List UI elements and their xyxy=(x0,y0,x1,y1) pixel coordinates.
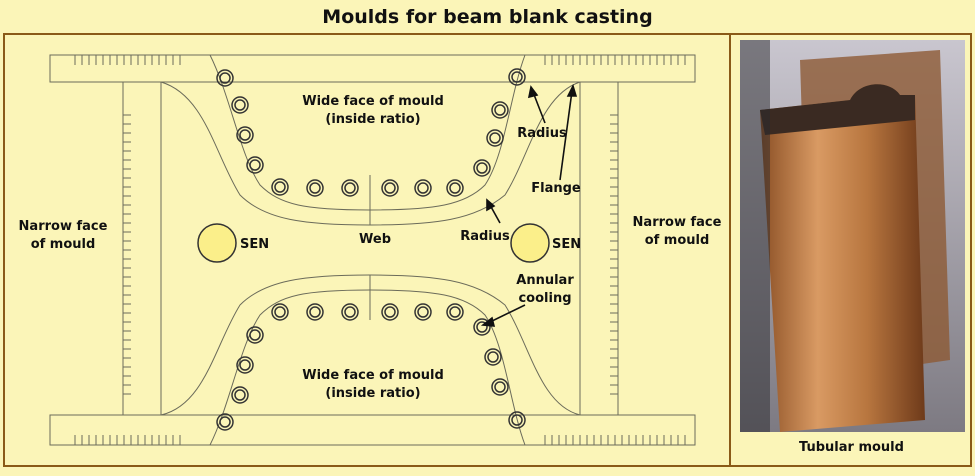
cooling-hole xyxy=(446,179,464,197)
annular-cooling-label: Annular cooling xyxy=(516,273,574,306)
sen-right-circle xyxy=(510,223,550,263)
cooling-hole-inner xyxy=(274,306,286,318)
wide-face-top-label: Wide face of mould (inside ratio) xyxy=(302,94,444,127)
page-title: Moulds for beam blank casting xyxy=(322,6,653,28)
cooling-hole xyxy=(508,68,526,86)
bottom-flange-outline xyxy=(49,414,696,446)
cooling-hole-inner xyxy=(219,416,231,428)
cooling-hole xyxy=(306,303,324,321)
cooling-hole xyxy=(236,126,254,144)
cooling-hole-inner xyxy=(309,306,321,318)
cooling-hole-inner xyxy=(449,182,461,194)
cooling-hole-inner xyxy=(239,359,251,371)
sen-left-label: SEN xyxy=(240,237,270,252)
wide-face-top-profile xyxy=(209,54,526,211)
cooling-hole-inner xyxy=(384,182,396,194)
cooling-fins xyxy=(74,55,686,445)
cooling-hole-inner xyxy=(449,306,461,318)
cooling-hole-inner xyxy=(417,182,429,194)
cooling-hole-inner xyxy=(274,181,286,193)
cooling-hole-inner xyxy=(487,351,499,363)
panel-divider xyxy=(729,33,731,467)
cooling-hole-inner xyxy=(344,306,356,318)
cooling-hole-inner xyxy=(219,72,231,84)
annular-cooling-arrow xyxy=(487,304,526,324)
wide-face-bottom-label: Wide face of mould (inside ratio) xyxy=(302,368,444,401)
flange-label: Flange xyxy=(531,181,581,196)
diagram-frame xyxy=(3,33,972,467)
cooling-hole-inner xyxy=(234,389,246,401)
cooling-hole xyxy=(491,101,509,119)
cooling-hole xyxy=(341,303,359,321)
radius-top-label: Radius xyxy=(517,126,567,141)
cooling-hole-inner xyxy=(494,104,506,116)
radius-mid-label: Radius xyxy=(460,229,510,244)
cooling-hole xyxy=(236,356,254,374)
cooling-hole xyxy=(216,69,234,87)
cooling-hole-inner xyxy=(489,132,501,144)
cooling-hole xyxy=(341,179,359,197)
cooling-hole-inner xyxy=(417,306,429,318)
cooling-hole xyxy=(246,326,264,344)
web-label: Web xyxy=(359,232,391,247)
cooling-hole xyxy=(306,179,324,197)
cooling-hole-inner xyxy=(384,306,396,318)
cooling-hole xyxy=(486,129,504,147)
narrow-face-left-label: Narrow face of mould xyxy=(18,219,108,252)
cooling-holes xyxy=(216,68,526,431)
cooling-hole-inner xyxy=(494,381,506,393)
cooling-hole xyxy=(473,318,491,336)
cooling-hole xyxy=(216,413,234,431)
cooling-hole-inner xyxy=(511,414,523,426)
cooling-hole xyxy=(381,303,399,321)
cooling-hole-inner xyxy=(511,71,523,83)
narrow-face-right-plate xyxy=(579,81,619,416)
sen-left-circle xyxy=(197,223,237,263)
cooling-hole xyxy=(231,386,249,404)
cooling-hole-inner xyxy=(344,182,356,194)
cooling-hole xyxy=(491,378,509,396)
photo-caption: Tubular mould xyxy=(799,440,904,455)
cooling-hole xyxy=(246,156,264,174)
cooling-hole xyxy=(271,303,289,321)
top-flange-outline xyxy=(49,54,696,83)
cooling-hole-inner xyxy=(476,162,488,174)
narrow-face-right-label: Narrow face of mould xyxy=(632,215,722,248)
cooling-hole-inner xyxy=(249,159,261,171)
cooling-hole xyxy=(414,303,432,321)
radius-top-arrow xyxy=(532,91,546,124)
mould-drawing xyxy=(49,54,696,446)
cooling-hole-inner xyxy=(476,321,488,333)
cooling-hole xyxy=(414,179,432,197)
narrow-face-left-plate xyxy=(122,81,162,416)
cooling-hole-inner xyxy=(309,182,321,194)
tubular-mould-photo xyxy=(740,40,965,432)
sen-right-label: SEN xyxy=(552,237,582,252)
cooling-hole xyxy=(473,159,491,177)
cooling-hole xyxy=(446,303,464,321)
cooling-hole xyxy=(484,348,502,366)
cooling-hole xyxy=(271,178,289,196)
cooling-hole-inner xyxy=(234,99,246,111)
cooling-hole xyxy=(508,411,526,429)
cooling-hole-inner xyxy=(249,329,261,341)
cooling-hole-inner xyxy=(239,129,251,141)
flange-arrow xyxy=(559,90,573,181)
cooling-hole xyxy=(381,179,399,197)
cooling-hole xyxy=(231,96,249,114)
